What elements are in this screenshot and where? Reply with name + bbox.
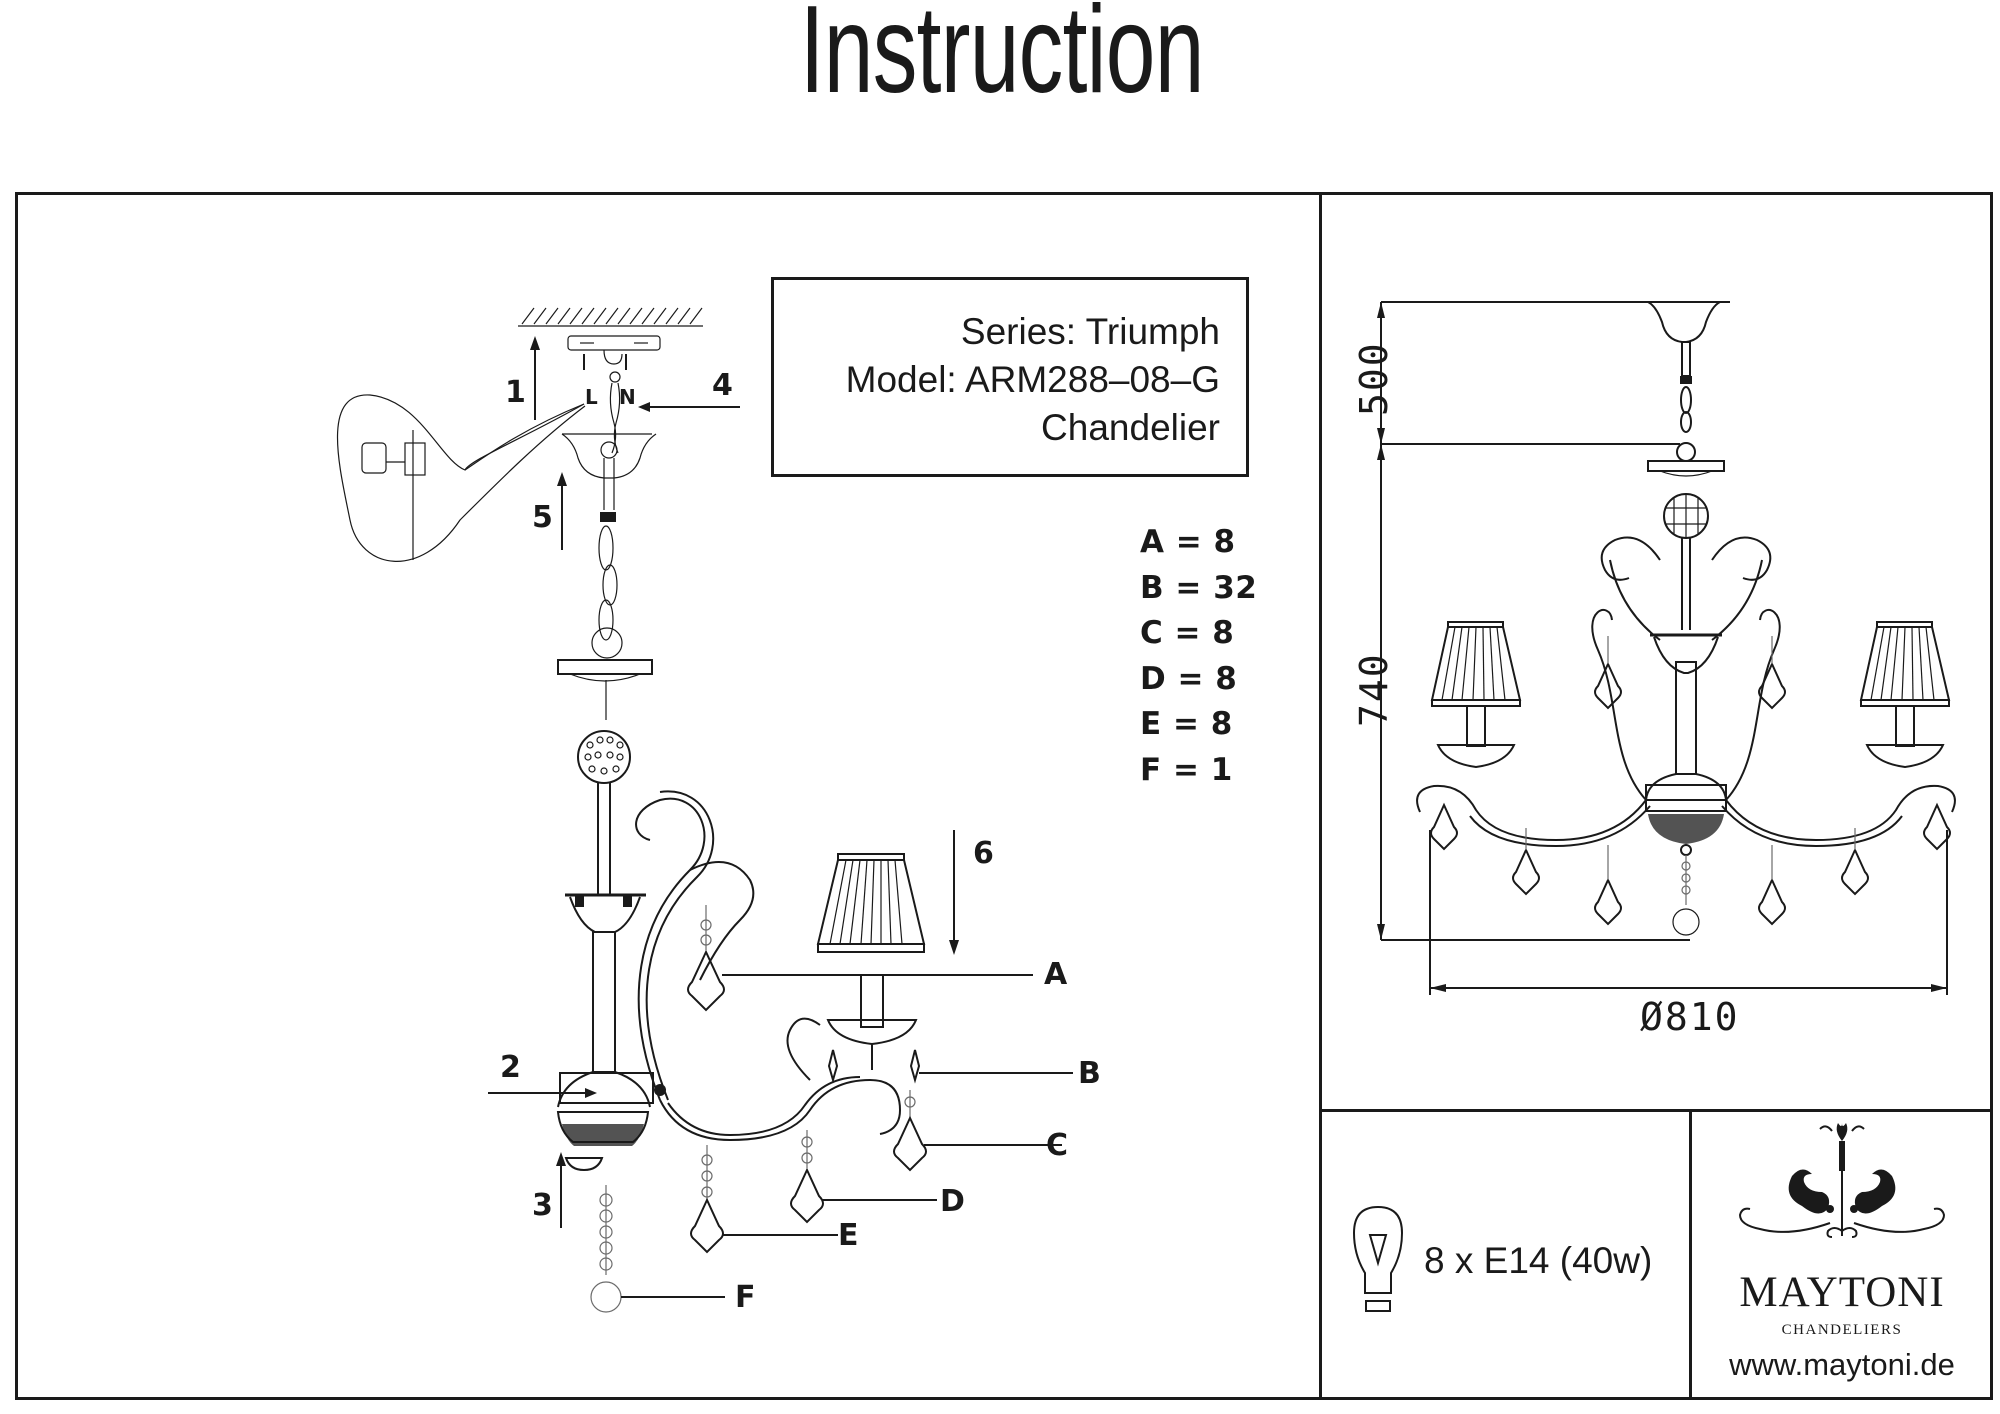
brand-subtitle: CHANDELIERS — [1781, 1322, 1903, 1338]
callout-b: B — [1078, 1056, 1101, 1091]
light-bulb-icon — [1352, 1205, 1404, 1312]
bulb-spec: 8 x E14 (40w) — [1424, 1240, 1653, 1281]
ceiling-canopy — [561, 433, 657, 510]
callout-e: E — [838, 1218, 859, 1253]
part-count-c: C = 8 — [1140, 615, 1235, 651]
step-6-label: 6 — [973, 836, 994, 871]
dimension-diameter: Ø810 — [1640, 995, 1740, 1039]
page-title: Instruction — [799, 0, 1205, 119]
part-count-e: E = 8 — [1140, 706, 1233, 742]
frame-divider-horizontal — [1319, 1109, 1993, 1112]
step-1-label: 1 — [505, 375, 526, 410]
step-2-label: 2 — [500, 1050, 521, 1085]
step-3-label: 3 — [532, 1188, 553, 1223]
callout-c: C — [1046, 1128, 1069, 1163]
step-4-label: 4 — [712, 368, 733, 403]
part-count-a: A = 8 — [1140, 524, 1236, 560]
product-type-label: Chandelier — [1041, 407, 1220, 448]
dimension-body-height: 740 — [1352, 652, 1396, 727]
series-label: Series: Triumph — [960, 311, 1220, 352]
pendant-c — [893, 1115, 927, 1172]
lamp-shade — [816, 853, 926, 953]
step-5-label: 5 — [532, 500, 553, 535]
ceiling-hatch-icon — [518, 307, 703, 327]
brand-name: MAYTONI — [1739, 1269, 1945, 1316]
crystal-ball-ornament — [577, 730, 631, 784]
frame-divider-bottom — [1689, 1109, 1692, 1400]
callout-d: D — [940, 1184, 965, 1219]
product-info-box: Series: Triumph Model: ARM288–08–G Chand… — [771, 277, 1249, 477]
model-label: Model: ARM288–08–G — [845, 359, 1220, 400]
dim-pendants — [1430, 661, 1951, 926]
drawing-frame — [15, 192, 1993, 1400]
callout-f: F — [735, 1280, 756, 1315]
wire-neutral-label: N — [619, 385, 636, 409]
chandelier-arm — [635, 790, 902, 1142]
chain — [591, 512, 623, 659]
pendant-e — [690, 1197, 724, 1254]
part-count-b: B = 32 — [1140, 569, 1258, 606]
wire-live-label: L — [585, 385, 598, 409]
frame-divider-vertical — [1319, 192, 1322, 1400]
parts-list: A = 8 B = 32 C = 8 D = 8 E = 8 F = 1 — [1140, 520, 1257, 793]
dimension-chain-length: 500 — [1352, 341, 1396, 416]
pendant-a — [687, 949, 725, 1012]
part-count-d: D = 8 — [1140, 660, 1238, 697]
chandelier-ornament-icon — [1738, 1123, 1946, 1238]
mounting-bracket-icon — [567, 335, 661, 383]
part-count-f: F = 1 — [1140, 751, 1233, 788]
callout-a: A — [1044, 957, 1068, 992]
brand-url[interactable]: www.maytoni.de — [1729, 1347, 1955, 1382]
